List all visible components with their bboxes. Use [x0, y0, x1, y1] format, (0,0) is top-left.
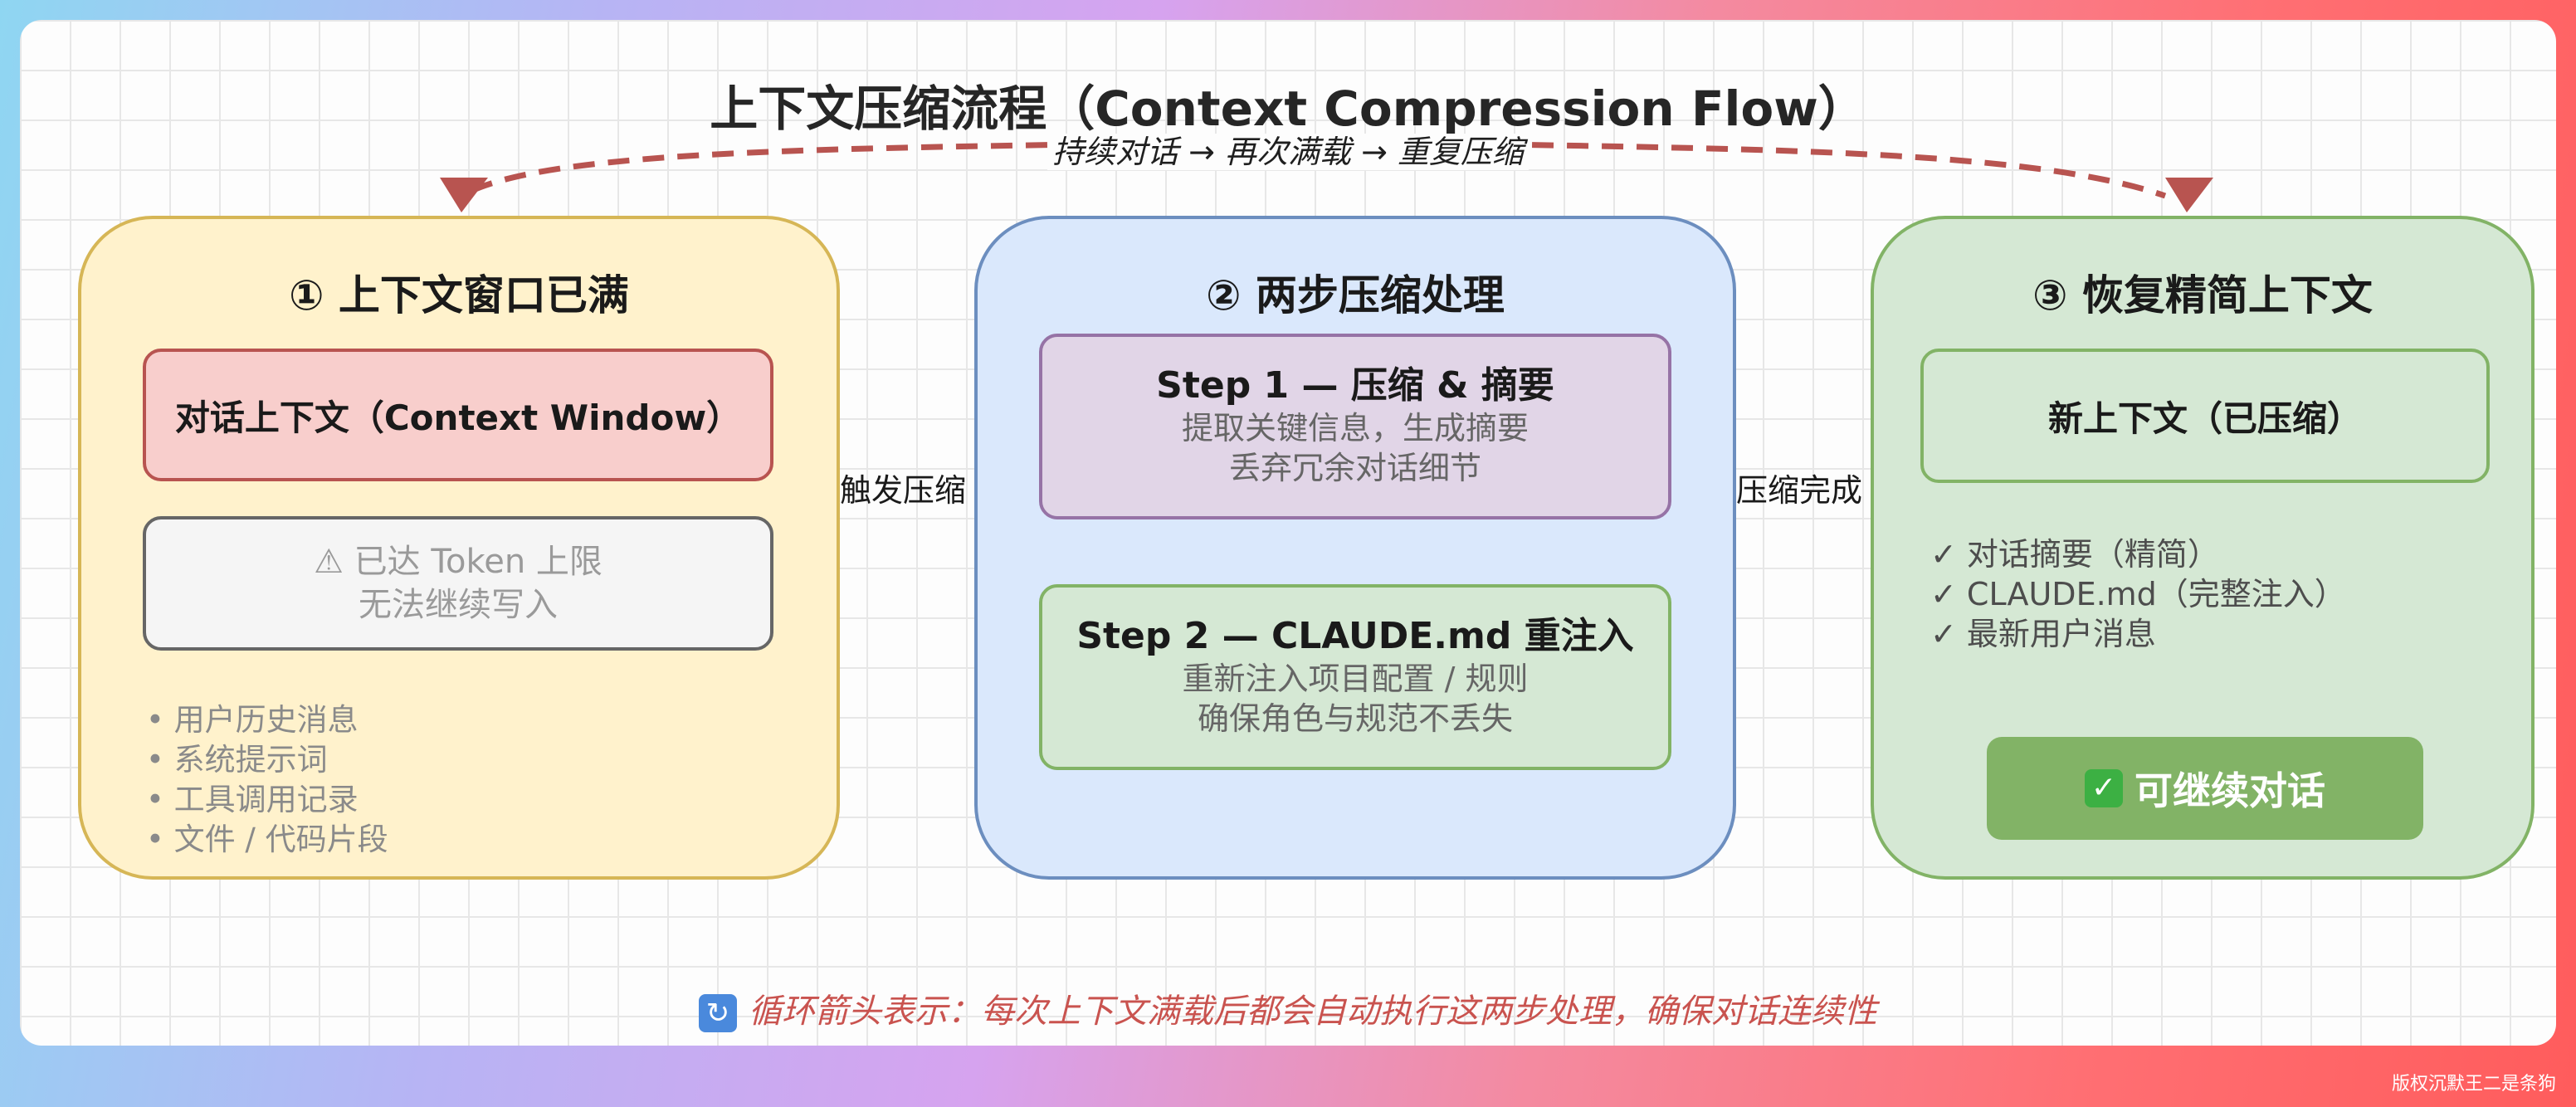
- footer-note: ↻ 循环箭头表示：每次上下文满载后都会自动执行这两步处理，确保对话连续性: [20, 984, 2556, 1032]
- warning-line-1: ⚠ 已达 Token 上限: [314, 543, 603, 581]
- page-title: 上下文压缩流程（Context Compression Flow）: [710, 80, 1866, 137]
- stage2-title: ② 两步压缩处理: [1206, 271, 1505, 319]
- step2-line-2: 确保角色与规范不丢失: [1197, 700, 1513, 737]
- loop-label: 持续对话 → 再次满载 → 重复压缩: [20, 126, 2556, 172]
- step1-line-2: 丢弃冗余对话细节: [1228, 450, 1481, 486]
- check-mark-icon: ✓: [2085, 769, 2123, 807]
- step1-box: Step 1 — 压缩 & 摘要 提取关键信息，生成摘要 丢弃冗余对话细节: [1039, 334, 1671, 519]
- list-item: • 系统提示词: [146, 742, 328, 778]
- watermark: 版权沉默王二是条狗: [2391, 1074, 2556, 1095]
- diagram-canvas: 上下文压缩流程（Context Compression Flow） 持续对话 →…: [20, 20, 2556, 1046]
- compression-done-label: 压缩完成: [1736, 472, 1863, 509]
- step1-line-1: 提取关键信息，生成摘要: [1181, 410, 1529, 446]
- list-item: ✓ CLAUDE.md（完整注入）: [1930, 576, 2346, 612]
- context-window-box: 对话上下文（Context Window）: [143, 349, 773, 481]
- list-item: • 用户历史消息: [146, 702, 359, 738]
- loop-arrowhead-right: [2165, 178, 2213, 212]
- step2-box: Step 2 — CLAUDE.md 重注入 重新注入项目配置 / 规则 确保角…: [1039, 584, 1671, 770]
- stage3-title: ③ 恢复精简上下文: [2032, 271, 2373, 319]
- list-item: ✓ 对话摘要（精简）: [1930, 536, 2219, 573]
- step2-title: Step 2 — CLAUDE.md 重注入: [1076, 615, 1634, 657]
- stage1-item-list: • 用户历史消息 • 系统提示词 • 工具调用记录 • 文件 / 代码片段: [146, 700, 388, 860]
- loop-arrow: [460, 141, 1083, 199]
- new-context-box: 新上下文（已压缩）: [1920, 349, 2490, 483]
- continue-conversation-button[interactable]: ✓ 可继续对话: [1987, 737, 2423, 840]
- trigger-compression-label: 触发压缩: [840, 472, 967, 509]
- loop-arrowhead-left: [440, 178, 488, 212]
- loop-arrow-right: [1496, 141, 2167, 199]
- loop-label-text: 持续对话 → 再次满载 → 重复压缩: [1047, 134, 1529, 170]
- stage3-item-list: ✓ 对话摘要（精简） ✓ CLAUDE.md（完整注入） ✓ 最新用户消息: [1930, 534, 2346, 654]
- warning-line-2: 无法继续写入: [359, 586, 558, 624]
- refresh-icon: ↻: [699, 994, 737, 1032]
- list-item: • 工具调用记录: [146, 782, 359, 817]
- continue-button-label: 可继续对话: [2134, 768, 2325, 813]
- list-item: • 文件 / 代码片段: [146, 822, 388, 857]
- list-item: ✓ 最新用户消息: [1930, 616, 2156, 652]
- step1-title: Step 1 — 压缩 & 摘要: [1156, 364, 1554, 407]
- token-limit-warning-box: ⚠ 已达 Token 上限 无法继续写入: [143, 516, 773, 651]
- stage1-title: ① 上下文窗口已满: [289, 271, 629, 319]
- footer-note-text: 循环箭头表示：每次上下文满载后都会自动执行这两步处理，确保对话连续性: [749, 992, 1877, 1031]
- step2-line-1: 重新注入项目配置 / 规则: [1182, 661, 1529, 697]
